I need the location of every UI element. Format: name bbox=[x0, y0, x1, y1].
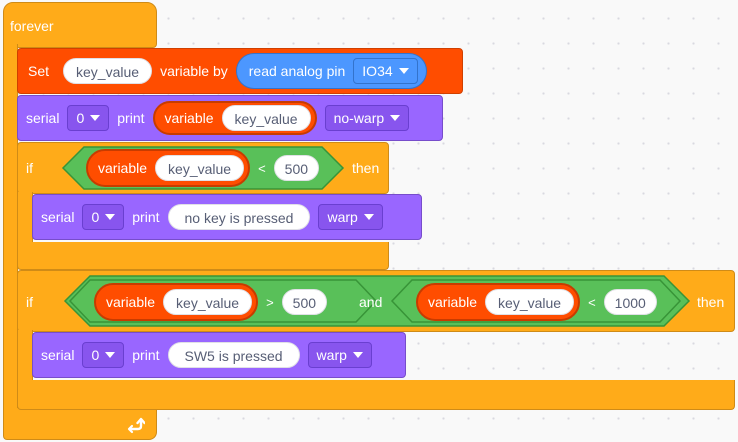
if-label-2: if bbox=[26, 294, 33, 310]
warp-mode-value: warp bbox=[327, 209, 358, 225]
variable-label: variable bbox=[164, 110, 214, 126]
print-label: print bbox=[132, 347, 160, 363]
if-block-1-arm bbox=[17, 192, 33, 244]
if-block-2-bottom bbox=[17, 380, 735, 410]
print-text-input[interactable]: SW5 is pressed bbox=[167, 342, 300, 368]
if2-right-condition: variable key_value < 1000 bbox=[416, 283, 657, 321]
warp-mode-value: warp bbox=[316, 347, 347, 363]
chevron-down-icon bbox=[105, 214, 116, 220]
if1-operator: < bbox=[258, 160, 266, 176]
chevron-down-icon bbox=[363, 214, 374, 220]
serial-port-value: 0 bbox=[76, 110, 85, 126]
serial-label: serial bbox=[41, 347, 75, 363]
serial-label: serial bbox=[26, 110, 60, 126]
loop-arrow-icon bbox=[127, 417, 145, 434]
read-analog-pin-label: read analog pin bbox=[248, 63, 346, 79]
if2-left-condition: variable key_value > 500 bbox=[94, 283, 328, 321]
warp-mode-dropdown[interactable]: warp bbox=[307, 342, 372, 368]
set-label: Set bbox=[28, 63, 50, 79]
warp-mode-value: no-warp bbox=[333, 110, 385, 126]
serial-print-block-1[interactable]: serial 0 print variable key_value no-war… bbox=[17, 95, 443, 141]
serial-print-block-2[interactable]: serial 0 print no key is pressed warp bbox=[32, 194, 422, 240]
then-label-2: then bbox=[697, 294, 725, 310]
variable-name[interactable]: key_value bbox=[221, 105, 311, 131]
print-label: print bbox=[132, 209, 160, 225]
serial-print-block-3[interactable]: serial 0 print SW5 is pressed warp bbox=[32, 332, 406, 378]
forever-block-top[interactable] bbox=[3, 2, 157, 48]
forever-arm bbox=[3, 44, 18, 410]
if2-left-operator: > bbox=[266, 294, 274, 310]
if2-right-operator: < bbox=[588, 294, 596, 310]
serial-port-dropdown[interactable]: 0 bbox=[82, 342, 125, 368]
if-block-2-arm bbox=[17, 330, 33, 382]
if2-left-value[interactable]: 500 bbox=[281, 289, 328, 315]
serial-port-dropdown[interactable]: 0 bbox=[67, 105, 110, 131]
if2-right-variable-reporter[interactable]: variable key_value bbox=[416, 283, 581, 321]
serial-port-dropdown[interactable]: 0 bbox=[82, 204, 125, 230]
if2-right-value[interactable]: 1000 bbox=[603, 289, 657, 315]
if2-right-variable-label: variable bbox=[428, 294, 478, 310]
chevron-down-icon bbox=[398, 68, 409, 74]
warp-mode-dropdown[interactable]: no-warp bbox=[324, 105, 410, 131]
if2-left-variable-label: variable bbox=[106, 294, 156, 310]
forever-label: forever bbox=[10, 18, 54, 34]
chevron-down-icon bbox=[390, 115, 401, 121]
forever-block-bottom[interactable] bbox=[3, 408, 157, 440]
if2-right-variable-name[interactable]: key_value bbox=[485, 289, 575, 315]
warp-mode-dropdown[interactable]: warp bbox=[318, 204, 383, 230]
print-label: print bbox=[117, 110, 145, 126]
set-variable-by-label: variable by bbox=[160, 63, 228, 79]
if-label-1: if bbox=[26, 160, 33, 176]
if1-variable-name[interactable]: key_value bbox=[155, 155, 245, 181]
if1-condition: variable key_value < 500 bbox=[86, 149, 320, 187]
if1-variable-reporter[interactable]: variable key_value bbox=[86, 149, 251, 187]
serial-label: serial bbox=[41, 209, 75, 225]
chevron-down-icon bbox=[352, 352, 363, 358]
and-label: and bbox=[359, 294, 383, 310]
print-text-input[interactable]: no key is pressed bbox=[167, 204, 311, 230]
set-variable-block[interactable]: Set key_value variable by read analog pi… bbox=[17, 48, 463, 94]
serial-port-value: 0 bbox=[91, 209, 100, 225]
pin-value: IO34 bbox=[362, 63, 393, 79]
then-label-1: then bbox=[352, 160, 380, 176]
if-block-1-bottom bbox=[17, 242, 389, 270]
serial-port-value: 0 bbox=[91, 347, 100, 363]
variable-reporter[interactable]: variable key_value bbox=[152, 101, 317, 135]
set-variable-name[interactable]: key_value bbox=[63, 58, 153, 84]
if1-variable-label: variable bbox=[98, 160, 148, 176]
if2-left-variable-reporter[interactable]: variable key_value bbox=[94, 283, 259, 321]
if1-value[interactable]: 500 bbox=[273, 155, 320, 181]
if2-left-variable-name[interactable]: key_value bbox=[163, 289, 253, 315]
read-analog-pin-reporter[interactable]: read analog pin IO34 bbox=[235, 53, 427, 89]
chevron-down-icon bbox=[105, 352, 116, 358]
chevron-down-icon bbox=[90, 115, 101, 121]
pin-dropdown[interactable]: IO34 bbox=[353, 58, 418, 84]
